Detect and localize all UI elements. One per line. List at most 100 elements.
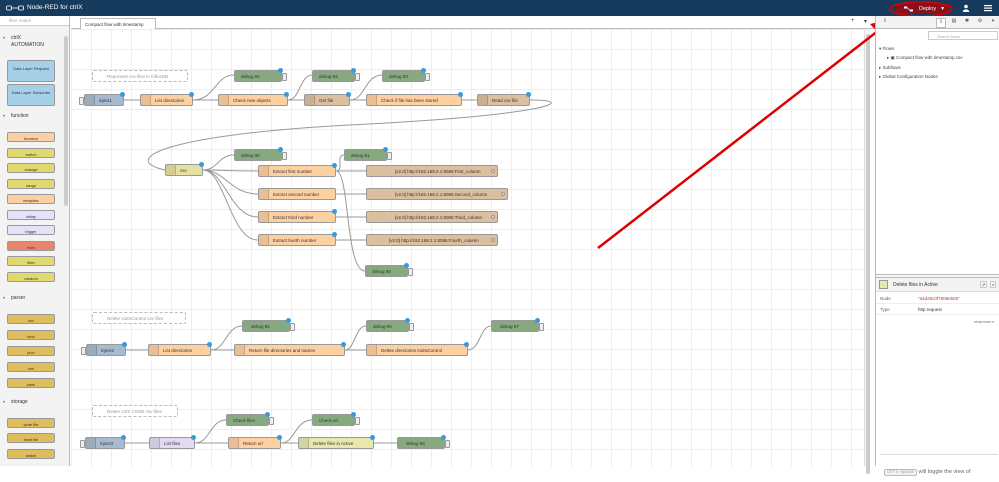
influxdb-out-node-first[interactable]: [v2.0] http://192.168.2.1:8086:First_col… [366, 165, 498, 177]
debug-toggle[interactable] [269, 417, 274, 425]
debug-node-96[interactable]: debug 96 [366, 318, 414, 332]
debug-toggle[interactable] [409, 323, 414, 331]
function-node-extract-first[interactable]: Extract first number [258, 163, 337, 177]
comment-node[interactable]: Represent csv files in InfluxDB [92, 70, 188, 82]
debug-toggle[interactable] [425, 73, 430, 81]
info-tab-icon[interactable]: i [884, 18, 886, 24]
inject-trigger-button[interactable] [79, 97, 84, 105]
comment-node[interactable]: Delete ctrlX CORE csv files [92, 405, 178, 417]
comment-node[interactable]: Delete IndraControl csv files [92, 312, 186, 324]
debug-bug-icon[interactable]: ✱ [964, 18, 970, 24]
debug-node-89[interactable]: debug 89 [365, 263, 413, 277]
user-icon[interactable] [962, 4, 970, 12]
tree-item-subflows[interactable]: ▸ Subflows [879, 65, 901, 70]
palette-filter-input[interactable]: filter nodes [0, 16, 69, 26]
palette-node-csv[interactable]: csv [7, 314, 55, 324]
search-icon[interactable]: ⌕ [990, 281, 997, 288]
palette-category-parser[interactable]: ▾ parser [0, 295, 64, 305]
file-node-get-file[interactable]: Get file [304, 92, 351, 106]
http-request-node-delete-active[interactable]: Delete files in Active [298, 435, 375, 449]
debug-node-93[interactable]: debug 93 [382, 68, 430, 82]
function-node-list-directories-2[interactable]: List directories [148, 342, 212, 356]
add-tab-button[interactable]: + [851, 18, 855, 24]
debug-node-check-url[interactable]: Check url [312, 412, 360, 426]
tab-compact-flow[interactable]: Compact flow with timestamp [80, 18, 156, 29]
palette-node-read-file[interactable]: read file [7, 433, 55, 443]
deploy-button[interactable]: Deploy ▼ [896, 3, 950, 14]
debug-toggle[interactable] [445, 440, 450, 448]
debug-node-98[interactable]: debug 98 [397, 435, 450, 449]
influxdb-out-node-fourth[interactable]: [v2.0] http://192.168.2.1:8086:Fourth_co… [366, 234, 498, 246]
canvas-vertical-scrollbar[interactable] [864, 30, 870, 474]
tree-item-flow[interactable]: ▸ ▣ Compact flow with timestamp.csv [887, 55, 963, 60]
tab-info[interactable]: i [936, 18, 946, 28]
tree-item-flows[interactable]: ▾ Flows [879, 46, 895, 51]
palette-node-filter[interactable]: filter [7, 256, 55, 266]
palette-node-json[interactable]: json [7, 346, 55, 356]
debug-toggle[interactable] [539, 323, 544, 331]
debug-toggle[interactable] [408, 268, 413, 276]
palette-node-yaml[interactable]: yaml [7, 378, 55, 388]
palette-node-datalayer-subscribe[interactable]: Data Layer Subscribe [7, 84, 55, 106]
debug-node-check-files[interactable]: Check files [226, 412, 274, 426]
debug-toggle[interactable] [387, 152, 392, 160]
deploy-menu-caret-icon[interactable]: ▼ [940, 5, 946, 12]
palette-node-range[interactable]: range [7, 179, 55, 189]
flow-canvas[interactable] [71, 29, 871, 466]
palette-node-random[interactable]: random [7, 272, 55, 282]
main-menu-icon[interactable] [984, 4, 992, 12]
palette-node-change[interactable]: change [7, 163, 55, 173]
palette-node-datalayer-request[interactable]: Data Layer Request [7, 60, 55, 82]
palette-node-watch[interactable]: watch [7, 449, 55, 459]
palette-category-function[interactable]: ▾ function [0, 113, 64, 123]
influxdb-out-node-third[interactable]: [v2.0] http://192.168.2.1:8086:Third_col… [366, 211, 498, 223]
palette-category-storage[interactable]: ▾ storage [0, 399, 64, 409]
palette-node-exec[interactable]: exec [7, 241, 55, 251]
palette-node-write-file[interactable]: write file [7, 418, 55, 428]
function-node-extract-second[interactable]: Extract second number [258, 188, 336, 200]
scrollbar-thumb[interactable] [866, 34, 870, 474]
debug-node-92[interactable]: debug 92 [234, 68, 287, 82]
palette-scrollbar[interactable] [64, 36, 68, 206]
function-node-check-new-objects[interactable]: Check new objects [218, 92, 289, 106]
debug-node-95[interactable]: debug 95 [242, 318, 295, 332]
debug-node-91[interactable]: debug 91 [344, 147, 392, 161]
function-node-extract-third[interactable]: Extract third number [258, 209, 337, 223]
function-node-list-directories[interactable]: List directories [140, 92, 194, 106]
palette-node-html[interactable]: html [7, 330, 55, 340]
debug-toggle[interactable] [355, 73, 360, 81]
sidebar-menu-icon[interactable]: ▾ [991, 18, 995, 24]
palette-node-function[interactable]: function [7, 132, 55, 142]
inject-trigger-button[interactable] [81, 347, 86, 355]
palette-node-trigger[interactable]: trigger [7, 225, 55, 235]
tab-menu-button[interactable]: ▾ [864, 19, 868, 25]
palette-node-template[interactable]: template [7, 194, 55, 204]
sidebar-splitter[interactable] [876, 274, 999, 278]
help-book-icon[interactable]: ▤ [951, 18, 957, 24]
link-icon[interactable]: ⇗ [980, 281, 988, 288]
function-node-return-url[interactable]: Return url [228, 435, 282, 449]
palette-node-xml[interactable]: xml [7, 362, 55, 372]
debug-toggle[interactable] [355, 417, 360, 425]
influxdb-out-node-second[interactable]: [v2.0] http://192.168.2.1:8086:Second_co… [366, 188, 508, 200]
config-gear-icon[interactable]: ⚙ [977, 18, 983, 24]
inject-node-2[interactable]: inject2 [81, 342, 127, 356]
tree-item-global-config[interactable]: ▸ Global Configuration Nodes [879, 74, 938, 79]
debug-node-97[interactable]: debug 97 [491, 318, 544, 332]
list-files-node[interactable]: List files [149, 435, 196, 449]
debug-node-94[interactable]: debug 94 [312, 68, 360, 82]
function-node-return-names[interactable]: Return file directories and names [234, 342, 346, 356]
palette-node-switch[interactable]: switch [7, 148, 55, 158]
file-node-read-csv[interactable]: Read csv file [477, 92, 531, 106]
debug-toggle[interactable] [282, 73, 287, 81]
palette-node-delay[interactable]: delay [7, 210, 55, 220]
csv-node[interactable]: csv [165, 162, 204, 176]
show-more-link[interactable]: show more ▾ [974, 320, 994, 324]
palette-category-ctrlx[interactable]: ▾ ctrlX AUTOMATION [0, 33, 64, 57]
debug-toggle[interactable] [290, 323, 295, 331]
inject-trigger-button[interactable] [80, 440, 85, 448]
debug-toggle[interactable] [282, 152, 287, 160]
function-node-check-stored[interactable]: Check if file has been stored [366, 92, 463, 106]
debug-node-90[interactable]: debug 90 [234, 147, 287, 161]
sidebar-search-input[interactable]: Search flows [928, 31, 998, 40]
